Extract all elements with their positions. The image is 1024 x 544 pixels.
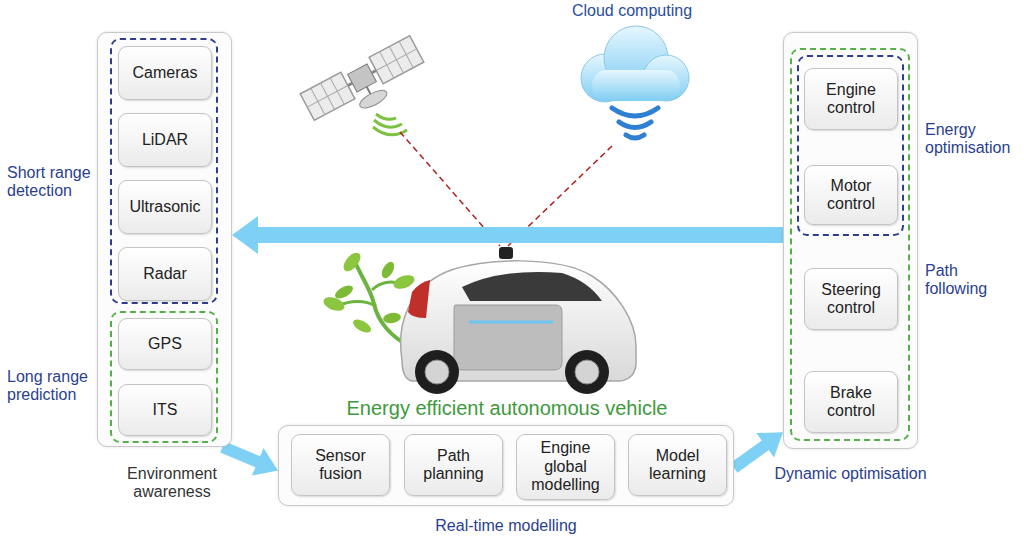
cloud-label: Cloud computing	[552, 2, 712, 20]
cloud-icon	[581, 26, 689, 138]
dashed-group: Short range detectionCamerasLiDARUltraso…	[110, 38, 218, 304]
group-heading: Path following	[925, 262, 1015, 299]
control-box: Motor control	[804, 165, 898, 225]
dashed-group: Long range predictionGPSITS	[110, 311, 218, 443]
sensor-box: GPS	[118, 318, 212, 370]
box-label: Brake control	[811, 384, 891, 421]
box-label: Ultrasonic	[129, 198, 200, 216]
group-heading: Environment awareness	[117, 465, 227, 502]
box-label: Motor control	[811, 177, 891, 214]
group-heading: Real-time modelling	[279, 517, 733, 535]
group-heading: Energy optimisation	[925, 121, 1021, 158]
group-panel: Dynamic optimisationPath followingEnergy…	[783, 32, 918, 449]
car-illustration	[401, 247, 636, 394]
flow-arrow	[220, 442, 278, 476]
box-label: Engine control	[811, 81, 891, 118]
box-label: GPS	[148, 335, 182, 353]
process-box: Model learning	[628, 434, 727, 496]
sensor-box: Ultrasonic	[118, 180, 212, 234]
process-box: Path planning	[404, 434, 503, 496]
dashed-group: Path followingEnergy optimisationEngine …	[790, 48, 910, 441]
sensor-box: ITS	[118, 384, 212, 436]
process-box: Sensor fusion	[291, 434, 390, 496]
control-box: Steering control	[804, 268, 898, 330]
group-panel: Real-time modellingSensor fusionPath pla…	[278, 425, 734, 506]
vehicle-title: Energy efficient autonomous vehicle	[307, 397, 707, 420]
box-label: Steering control	[811, 281, 891, 318]
satellite-icon	[300, 36, 431, 135]
box-label: Engine global modelling	[523, 439, 608, 494]
process-box: Engine global modelling	[516, 434, 615, 500]
box-label: Radar	[143, 265, 187, 283]
sensor-box: Cameras	[118, 46, 212, 100]
dashed-group: Energy optimisationEngine controlMotor c…	[797, 55, 904, 236]
group-heading: Dynamic optimisation	[763, 465, 938, 483]
group-heading: Long range prediction	[7, 368, 99, 405]
box-label: LiDAR	[142, 131, 188, 149]
box-label: ITS	[153, 401, 178, 419]
group-panel: Environment awarenessShort range detecti…	[97, 32, 232, 447]
sensor-box: LiDAR	[118, 113, 212, 167]
flow-arrow	[232, 216, 783, 254]
group-heading: Short range detection	[7, 164, 99, 201]
box-label: Model learning	[635, 447, 720, 484]
box-label: Sensor fusion	[298, 447, 383, 484]
control-box: Engine control	[804, 68, 898, 130]
box-label: Cameras	[133, 64, 198, 82]
sensor-box: Radar	[118, 247, 212, 301]
control-box: Brake control	[804, 371, 898, 433]
box-label: Path planning	[411, 447, 496, 484]
